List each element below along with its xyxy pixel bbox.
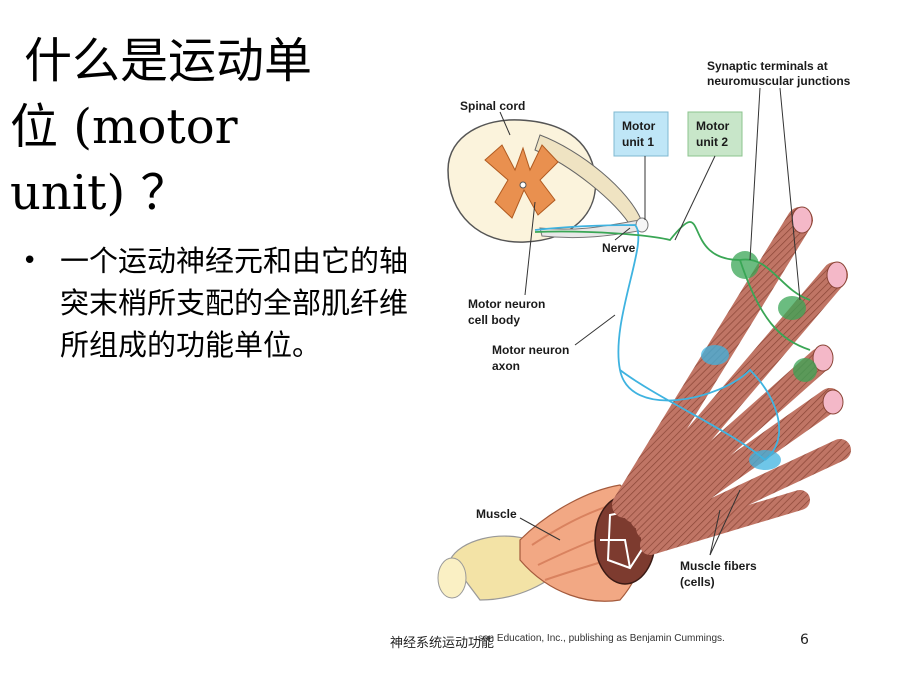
title-line-1: 什么是运动单 bbox=[24, 33, 313, 89]
slide-footer: son Education, Inc., publishing as Benja… bbox=[0, 630, 900, 654]
label-spinal-cord: Spinal cord bbox=[460, 99, 525, 113]
label-motor-unit-2b: unit 2 bbox=[696, 135, 728, 149]
label-motor-unit-1b: unit 1 bbox=[622, 135, 654, 149]
spinal-cord-section bbox=[447, 119, 643, 243]
label-muscle-fibers-2: (cells) bbox=[680, 575, 715, 589]
page-number: 6 bbox=[800, 632, 809, 648]
motor-unit-2-box bbox=[687, 111, 743, 157]
bullet-point: • 一个运动神经元和由它的轴突末梢所支配的全部肌纤维所组成的功能单位。 bbox=[22, 240, 412, 366]
label-muscle: Muscle bbox=[476, 507, 517, 521]
label-synaptic-terminals-1: Synaptic terminals at bbox=[707, 59, 828, 73]
label-motor-unit-1a: Motor bbox=[622, 119, 656, 133]
label-synaptic-terminals-2: neuromuscular junctions bbox=[707, 74, 851, 88]
footer-center-text: 神经系统运动功能 bbox=[390, 636, 495, 651]
label-axon-1: Motor neuron bbox=[492, 343, 569, 357]
title-line-3: unit) ？ bbox=[10, 165, 189, 221]
label-muscle-fibers-1: Muscle fibers bbox=[680, 559, 757, 573]
motor-unit-figure: Spinal cord Synaptic terminals at neurom… bbox=[437, 59, 851, 602]
label-cell-body-2: cell body bbox=[468, 313, 520, 327]
label-motor-unit-2a: Motor bbox=[696, 119, 730, 133]
motor-unit-1-box bbox=[613, 111, 669, 157]
label-axon-2: axon bbox=[492, 359, 520, 373]
muscle-belly bbox=[437, 484, 656, 602]
bullet-text: 一个运动神经元和由它的轴突末梢所支配的全部肌纤维所组成的功能单位。 bbox=[60, 244, 409, 362]
bullet-marker: • bbox=[22, 246, 38, 276]
slide-title: 什么是运动单 位 (motor unit) ？ bbox=[10, 28, 400, 226]
label-nerve: Nerve bbox=[602, 241, 636, 255]
label-cell-body-1: Motor neuron bbox=[468, 297, 545, 311]
title-line-2: 位 (motor bbox=[10, 99, 238, 155]
copyright-credit: son Education, Inc., publishing as Benja… bbox=[478, 633, 725, 644]
motor-unit-2-axon bbox=[534, 221, 811, 301]
